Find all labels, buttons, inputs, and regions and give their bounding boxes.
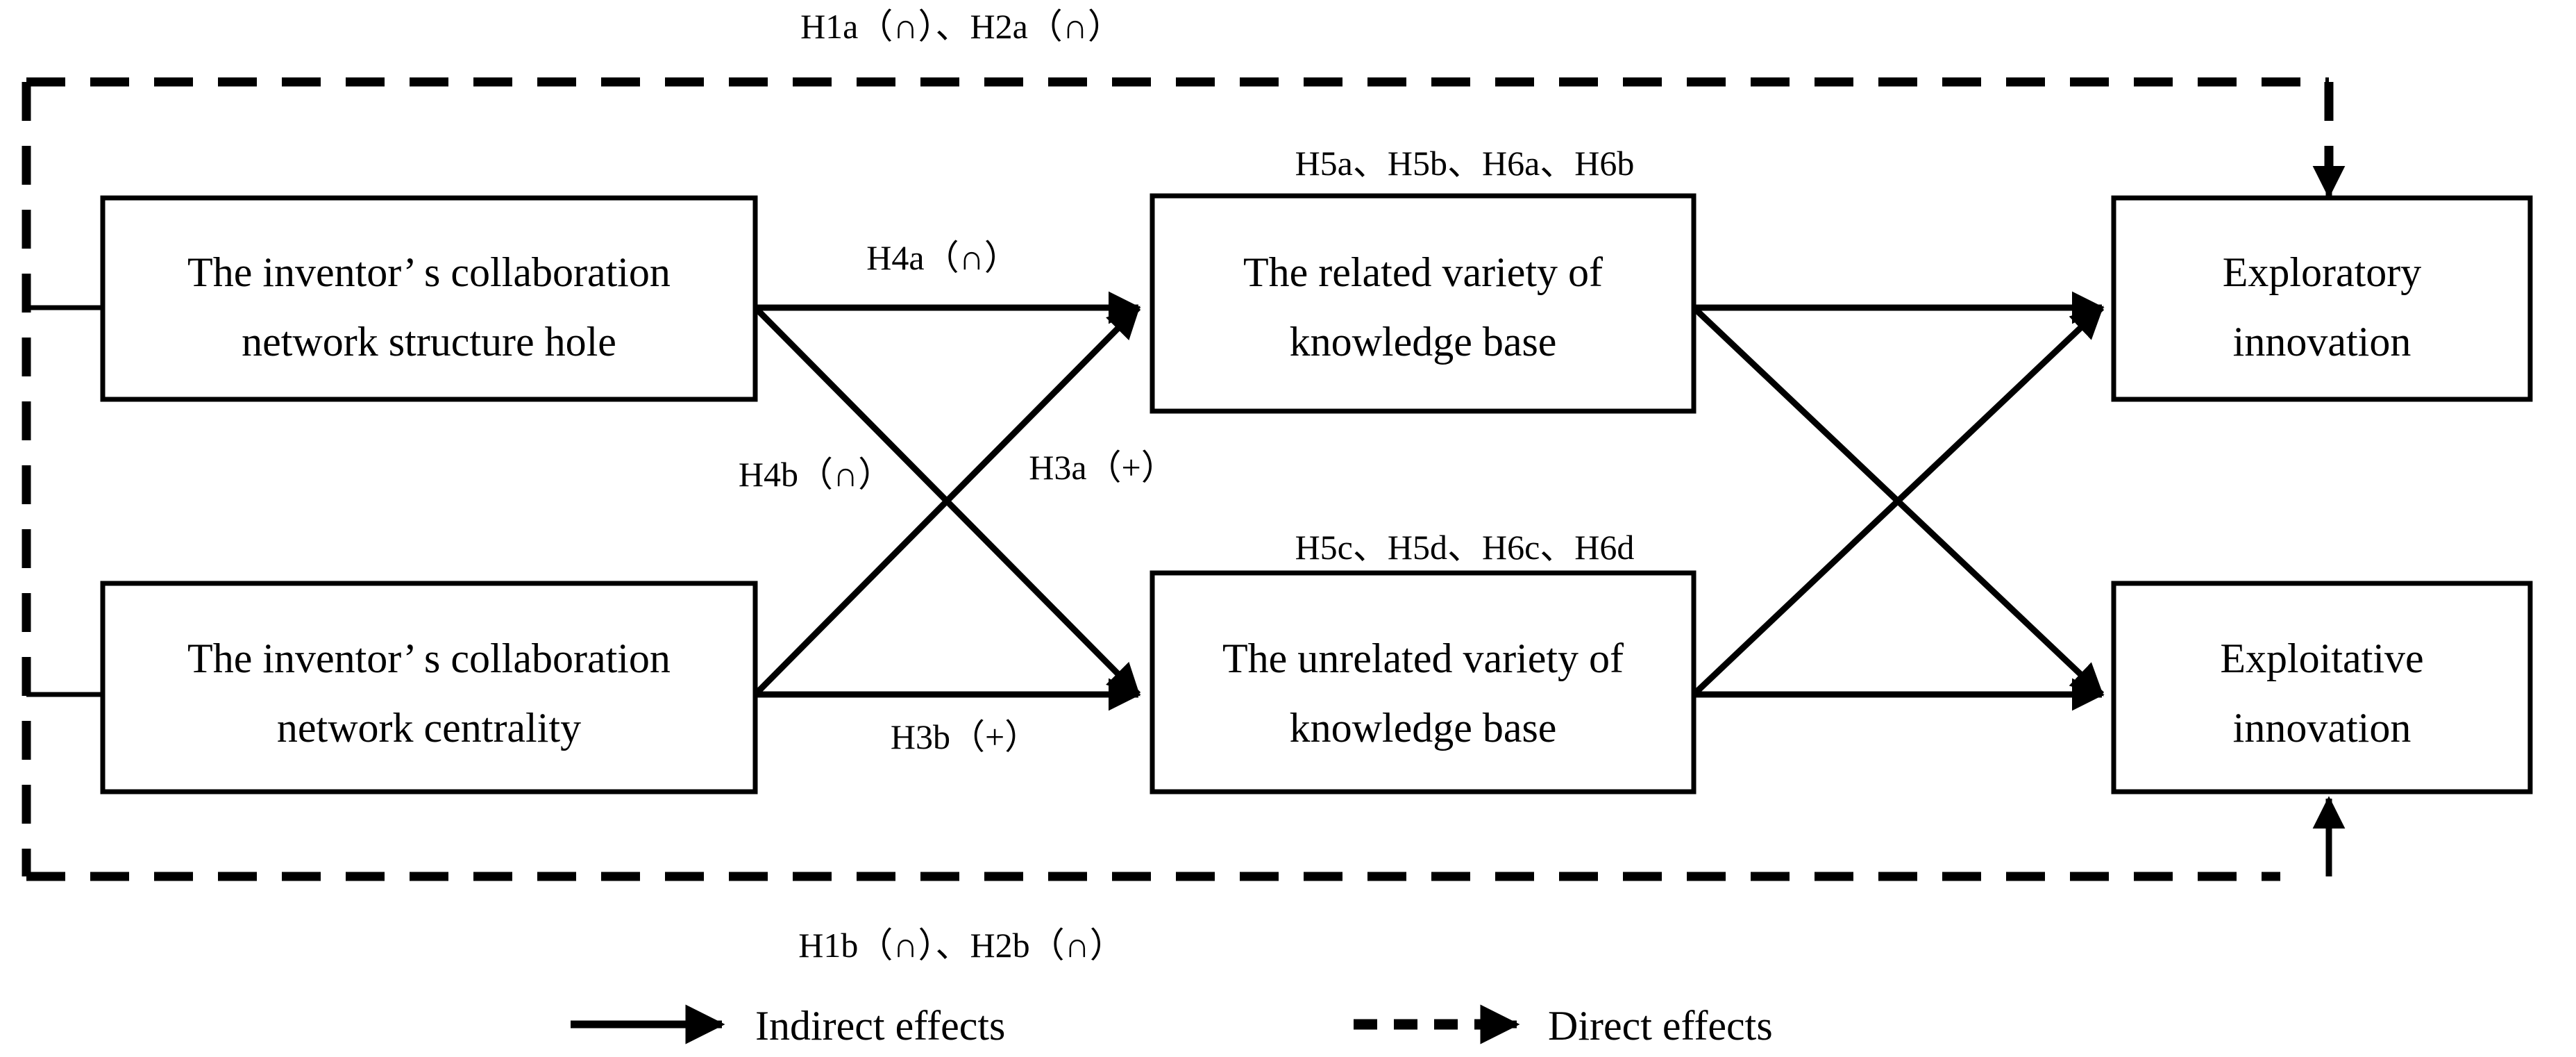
- label-h3a: H3a（+）: [1029, 448, 1176, 487]
- node-exploitative[interactable]: [2111, 581, 2533, 794]
- node-exploitative-line2: innovation: [2233, 705, 2411, 751]
- arrow-centrality-to-related: [752, 305, 1141, 697]
- node-centrality-line1: The inventor’ s collaboration: [187, 635, 671, 681]
- middle-to-right-arrows: [1691, 291, 2105, 711]
- legend-indirect-label: Indirect effects: [755, 1003, 1005, 1049]
- node-related-variety[interactable]: [1150, 193, 1697, 414]
- node-structure-hole[interactable]: [100, 195, 758, 402]
- hypothesis-labels: H1a（∩）、H2a（∩） H1b（∩）、H2b（∩） H5a、H5b、H6a、…: [739, 7, 1635, 965]
- left-to-middle-arrows: [752, 291, 1141, 711]
- node-unrelated-variety[interactable]: [1150, 570, 1697, 794]
- node-exploitative-line1: Exploitative: [2220, 635, 2423, 681]
- node-related-variety-line2: knowledge base: [1290, 319, 1557, 365]
- node-structure-hole-line2: network structure hole: [242, 319, 616, 365]
- label-above-unrelated: H5c、H5d、H6c、H6d: [1295, 528, 1635, 567]
- label-h3b: H3b（+）: [891, 717, 1039, 756]
- node-unrelated-variety-line1: The unrelated variety of: [1222, 635, 1624, 681]
- node-labels: The inventor’ s collaboration network st…: [187, 249, 2424, 751]
- node-related-variety-line1: The related variety of: [1243, 249, 1603, 295]
- node-exploratory[interactable]: [2111, 195, 2533, 402]
- node-centrality-line2: network centrality: [277, 705, 581, 751]
- legend: Indirect effects Direct effects: [571, 1003, 1773, 1049]
- label-top-direct: H1a（∩）、H2a（∩）: [800, 7, 1122, 46]
- node-unrelated-variety-line2: knowledge base: [1290, 705, 1557, 751]
- node-structure-hole-line1: The inventor’ s collaboration: [187, 249, 671, 295]
- label-above-related: H5a、H5b、H6a、H6b: [1295, 144, 1635, 183]
- arrow-unrelated-to-exploratory: [1691, 305, 2105, 697]
- node-exploratory-line1: Exploratory: [2223, 249, 2422, 295]
- label-bottom-direct: H1b（∩）、H2b（∩）: [798, 926, 1124, 965]
- label-h4b: H4b（∩）: [739, 455, 893, 494]
- label-h4a: H4a（∩）: [866, 238, 1018, 277]
- direct-effect-dashed-frame: [22, 77, 2346, 881]
- legend-direct-label: Direct effects: [1548, 1003, 1773, 1049]
- node-centrality[interactable]: [100, 581, 758, 794]
- node-exploratory-line2: innovation: [2233, 319, 2411, 365]
